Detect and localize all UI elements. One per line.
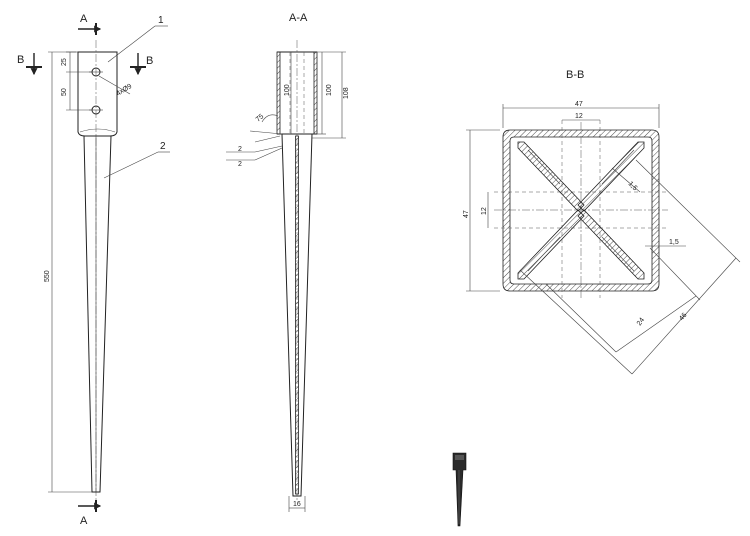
dim-47-top: 47 <box>575 101 583 108</box>
section-b-left-label: B <box>17 54 24 66</box>
tube-wall <box>502 129 660 292</box>
section-b-view: B-B 47 12 47 <box>463 69 741 375</box>
front-view: A A B B 1 <box>17 13 170 527</box>
dim-12-top: 12 <box>575 113 583 120</box>
dim-16: 16 <box>293 501 301 508</box>
section-b-title: B-B <box>566 69 584 81</box>
socket-wall-left <box>276 51 281 135</box>
dim-47-left: 47 <box>463 210 470 218</box>
section-a-view: A-A 100 100 108 75 2 2 <box>226 12 350 512</box>
section-a-top-marker: A <box>78 13 102 35</box>
section-a-title: A-A <box>289 12 308 24</box>
dim-1-5-outer: 1,5 <box>669 239 679 246</box>
dim-2-bottom: 2 <box>238 161 242 168</box>
section-a-top-label: A <box>80 13 88 25</box>
dim-550: 550 <box>44 270 51 282</box>
dim-46: 46 <box>678 312 688 323</box>
dim-108: 108 <box>343 87 350 99</box>
dim-50: 50 <box>61 88 68 96</box>
dim-75-angle: 75 <box>255 113 266 123</box>
section-b-left-marker: B <box>17 53 42 76</box>
part-1-label: 1 <box>158 15 164 26</box>
section-b-right-marker: B <box>130 53 153 76</box>
dim-100-right: 100 <box>326 84 333 96</box>
spike-body <box>83 135 112 493</box>
spike-web <box>295 135 299 495</box>
cross-rib <box>517 141 645 280</box>
dim-12-left: 12 <box>481 207 488 215</box>
dim-100-left: 100 <box>284 84 291 96</box>
dim-1-5-inner: 1,5 <box>627 180 639 192</box>
dim-24: 24 <box>636 317 646 327</box>
socket-body <box>77 51 118 137</box>
product-thumbnail <box>452 452 467 527</box>
part-2-label: 2 <box>160 141 166 152</box>
section-b-right-label: B <box>146 55 153 67</box>
dim-hole-callout: 4xØ9 <box>115 83 133 98</box>
spike-section <box>281 133 313 497</box>
section-a-bottom-marker: A <box>78 500 102 527</box>
dim-2-top: 2 <box>238 146 242 153</box>
socket-wall-right <box>313 51 318 135</box>
dim-25: 25 <box>61 58 68 66</box>
section-a-bottom-label: A <box>80 515 88 527</box>
